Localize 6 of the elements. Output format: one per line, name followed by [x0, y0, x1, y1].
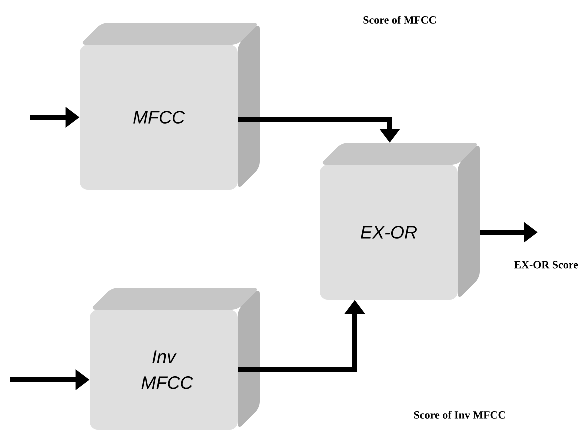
score-label: Score of MFCC	[364, 16, 436, 24]
cube-block: MFCC	[80, 23, 260, 190]
score-label: EX-OR Score	[514, 261, 578, 269]
cube-block: Inv MFCC	[90, 288, 260, 430]
score-label: Score of Inv MFCC	[414, 411, 506, 419]
cube-block: EX-OR	[320, 143, 480, 300]
